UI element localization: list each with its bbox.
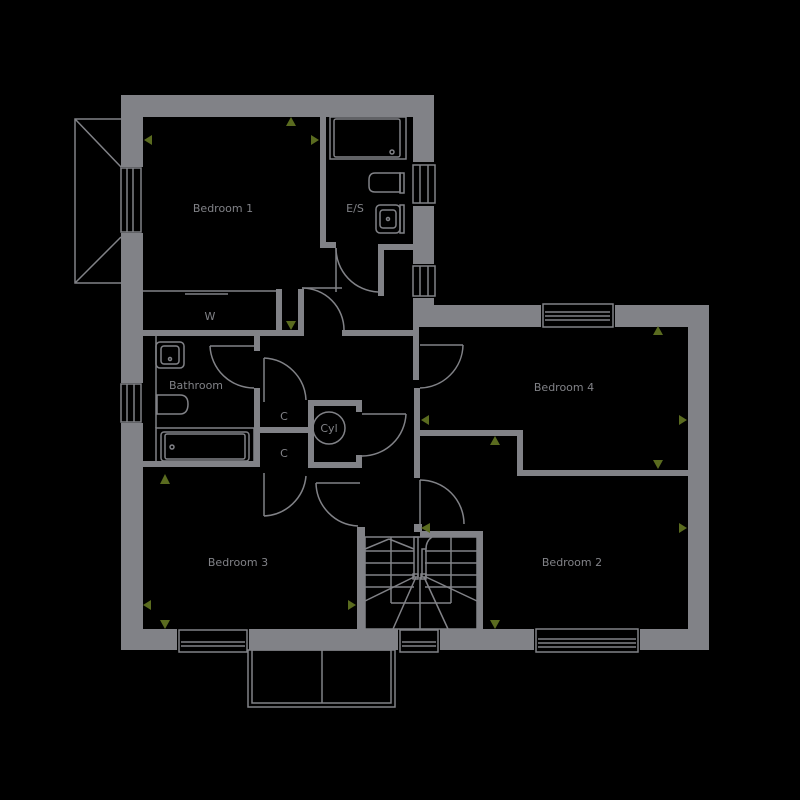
room-label-cupboard-lower: C (280, 447, 288, 460)
door-icon (209, 345, 255, 389)
door-icon (335, 247, 379, 293)
door-icon (263, 473, 307, 517)
arrow-down-icon (653, 460, 663, 469)
arrow-left-icon (421, 523, 430, 533)
arrow-right-icon (679, 415, 687, 425)
window-icon (119, 167, 143, 233)
dimension-arrows (143, 117, 687, 629)
arrow-right-icon (348, 600, 356, 610)
door-icon (419, 479, 465, 525)
window-icon (534, 627, 640, 653)
arrow-left-icon (143, 600, 151, 610)
arrow-up-icon (653, 326, 663, 335)
door-icon (361, 413, 407, 457)
arrow-down-icon (490, 620, 500, 629)
arrow-up-icon (286, 117, 296, 126)
arrow-left-icon (144, 135, 152, 145)
bath-icon (155, 427, 255, 466)
cylinder-icon (312, 411, 346, 445)
windows (74, 118, 640, 708)
bay-window-icon (74, 118, 122, 284)
shower-tray-icon (329, 116, 407, 160)
window-icon (411, 264, 437, 298)
arrow-right-icon (311, 135, 319, 145)
window-icon (411, 162, 437, 206)
basin-icon (155, 341, 185, 369)
window-icon (177, 627, 249, 653)
internal-walls (143, 117, 688, 629)
room-label-cylinder: Cyl (320, 422, 337, 435)
arrow-left-icon (421, 415, 429, 425)
door-icon (419, 344, 464, 389)
room-label-bathroom: Bathroom (169, 379, 223, 392)
room-label-cupboard-upper: C (280, 410, 288, 423)
arrow-right-icon (679, 523, 687, 533)
arrow-up-icon (490, 436, 500, 445)
window-icon (398, 627, 440, 653)
door-icon (301, 287, 345, 331)
stairs-icon (364, 536, 478, 630)
basin-icon (375, 204, 405, 234)
toilet-icon (368, 172, 405, 194)
fixtures (155, 116, 407, 466)
bay-window-icon (247, 649, 396, 708)
window-icon (541, 303, 615, 329)
arrow-down-icon (160, 620, 170, 629)
room-label-ensuite: E/S (346, 202, 364, 215)
arrow-down-icon (286, 321, 296, 330)
room-label-bedroom-3: Bedroom 3 (208, 556, 268, 569)
room-labels: Bedroom 1 E/S W Bathroom C C Cyl Bedroom… (169, 202, 602, 569)
door-icon (263, 357, 307, 402)
door-icon (315, 482, 360, 527)
arrow-up-icon (160, 474, 170, 484)
toilet-icon (156, 394, 189, 415)
room-label-wardrobe: W (205, 310, 216, 323)
room-label-bedroom-1: Bedroom 1 (193, 202, 253, 215)
room-label-bedroom-4: Bedroom 4 (534, 381, 594, 394)
room-label-bedroom-2: Bedroom 2 (542, 556, 602, 569)
window-icon (119, 383, 143, 423)
doors (209, 247, 465, 527)
